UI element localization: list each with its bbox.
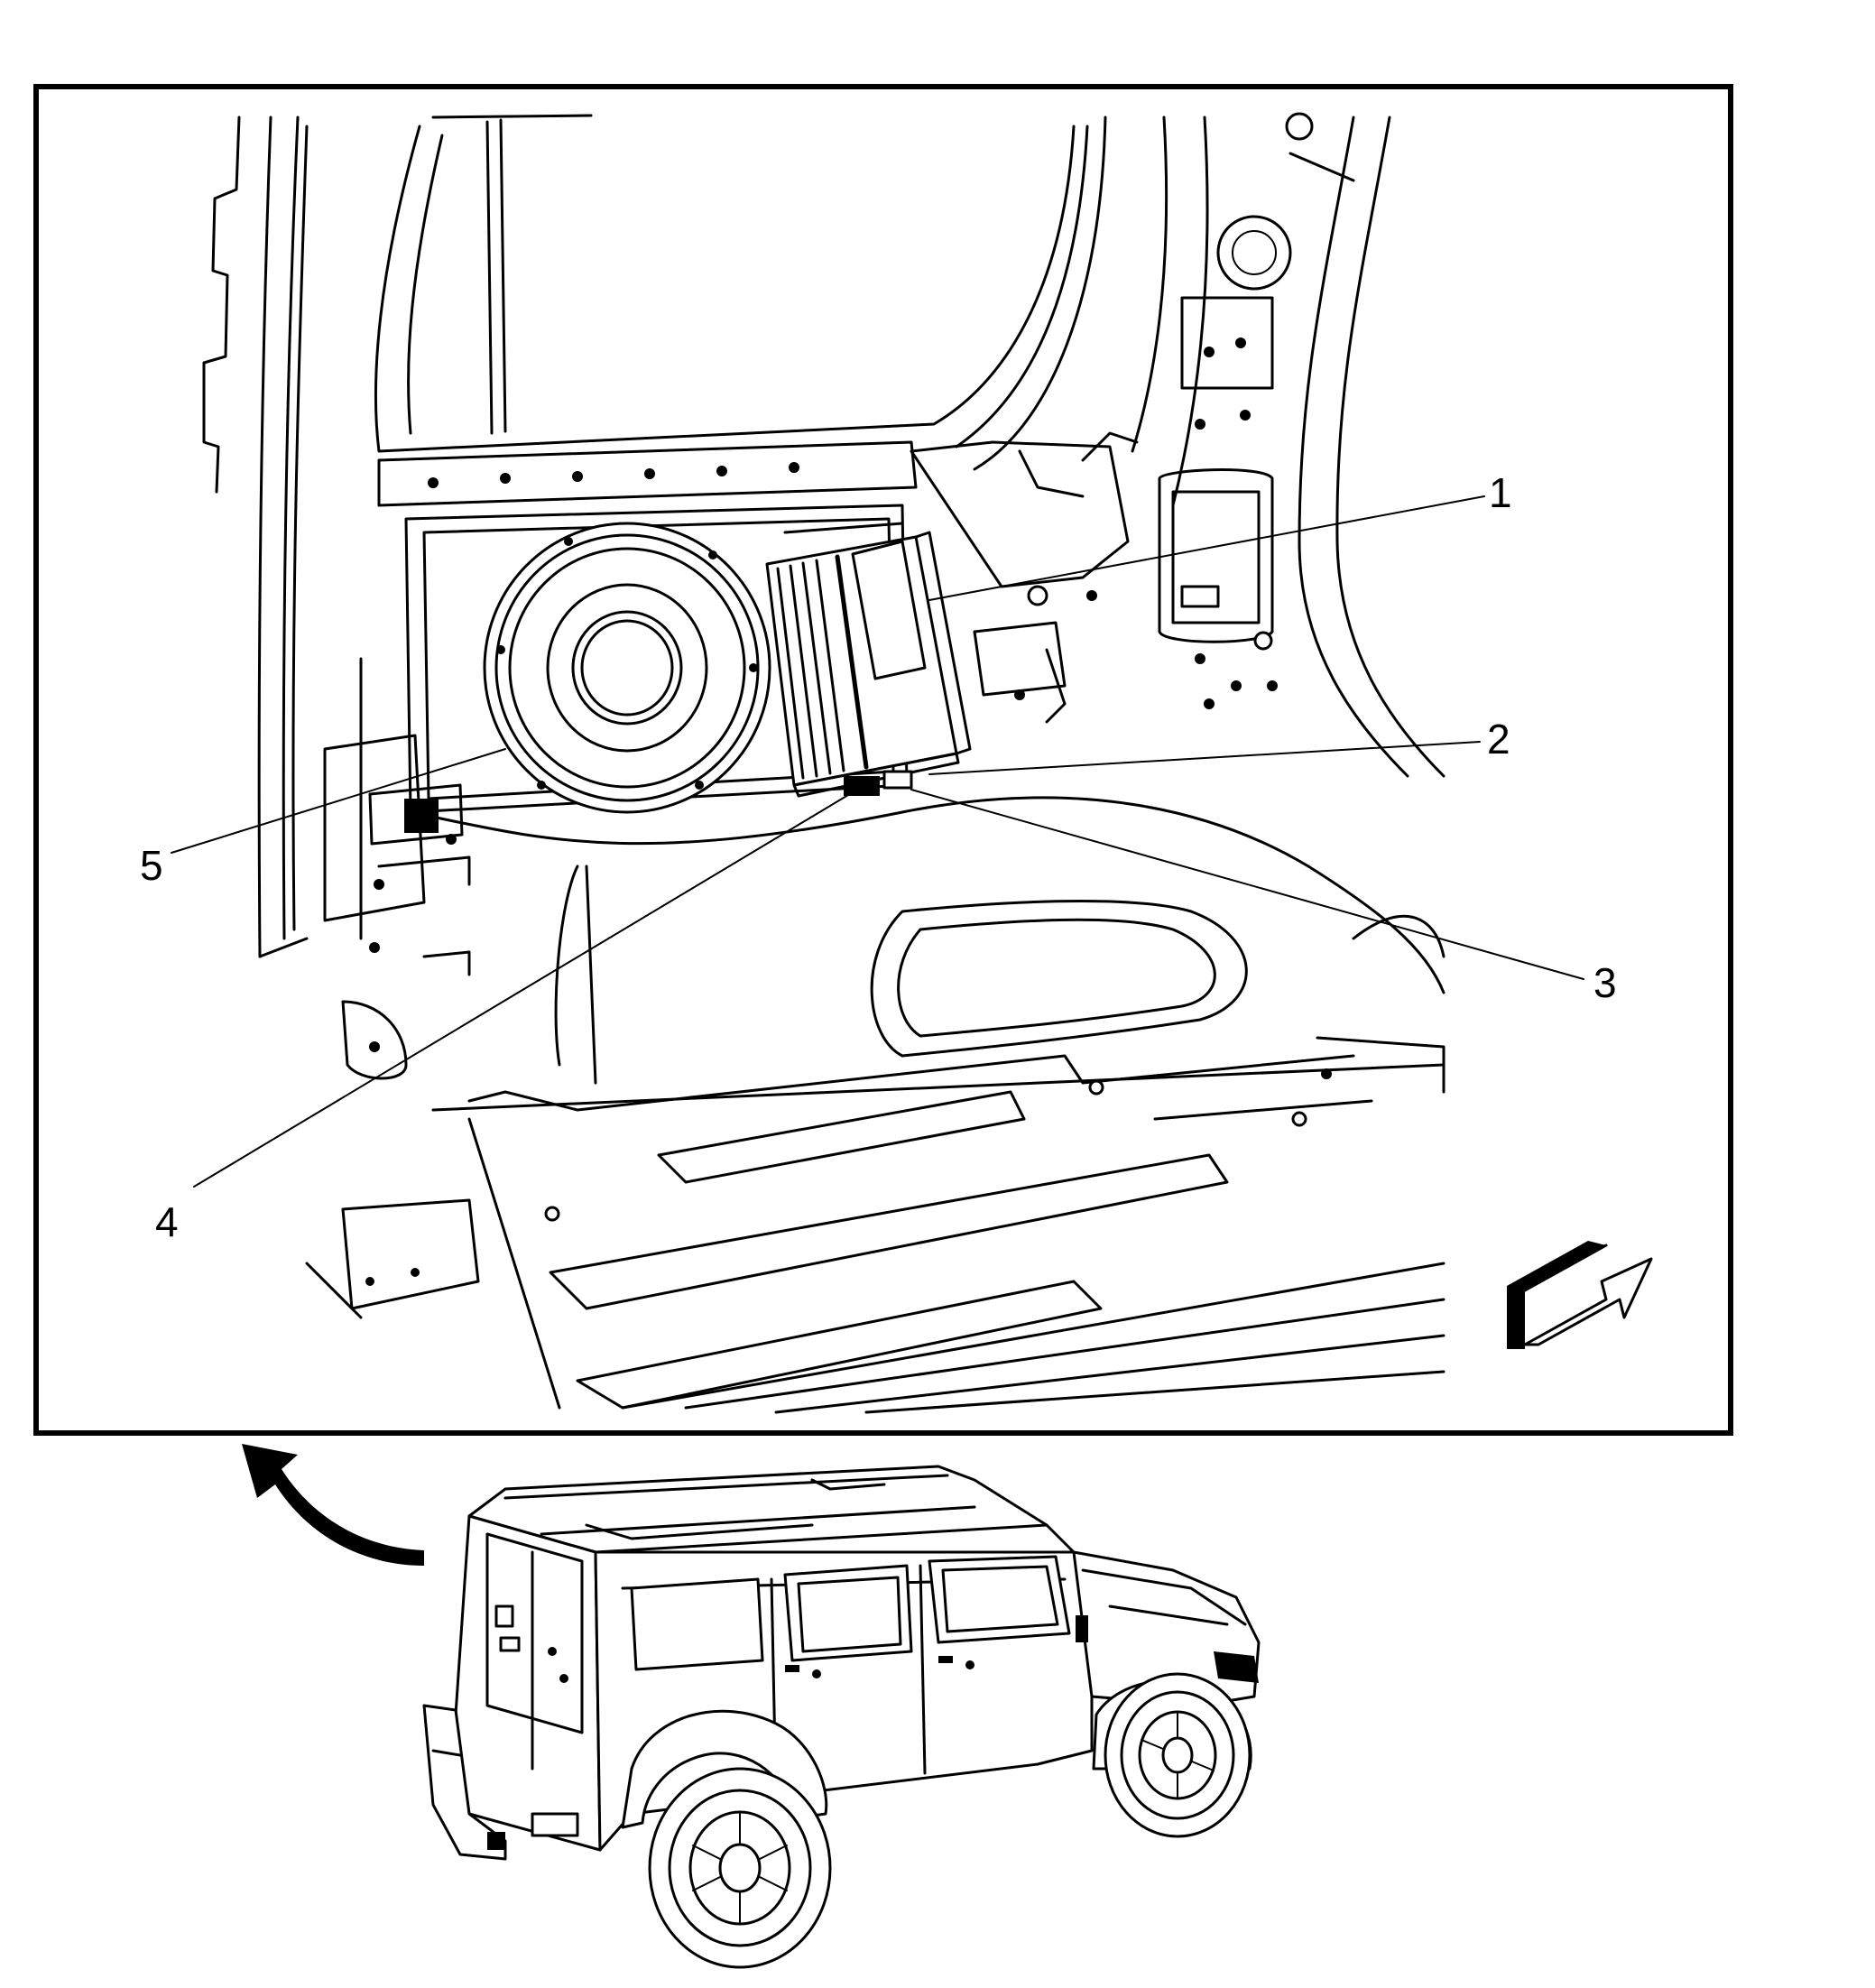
leader-4 [193, 791, 854, 1188]
radio-amplifier [765, 522, 972, 798]
callout-1: 1 [1489, 469, 1512, 516]
callout-4: 4 [155, 1198, 179, 1245]
leader-2 [928, 741, 1481, 775]
front-wheel [1104, 1672, 1252, 1838]
leader-1 [928, 495, 1485, 601]
subwoofer-speaker [483, 522, 771, 814]
leader-5 [171, 748, 506, 854]
callout-2: 2 [1487, 716, 1510, 763]
view-direction-arrow-icon [1507, 1241, 1653, 1349]
location-curved-arrow-icon [242, 1444, 424, 1566]
leader-3 [910, 789, 1584, 980]
callout-leaders [171, 495, 1584, 1188]
callout-5: 5 [140, 842, 163, 889]
callout-labels: 1 2 3 4 5 [140, 469, 1617, 1245]
cargo-area-detail [202, 112, 1446, 1414]
rear-wheel [648, 1767, 832, 1969]
callout-3: 3 [1593, 959, 1617, 1006]
vehicle-locator [422, 1465, 1261, 1969]
access-plug [1216, 215, 1292, 291]
